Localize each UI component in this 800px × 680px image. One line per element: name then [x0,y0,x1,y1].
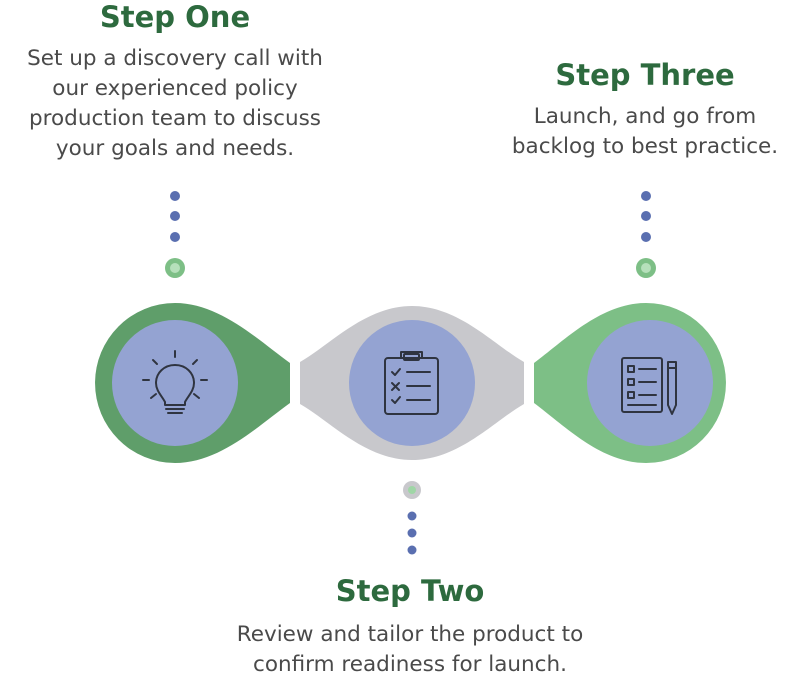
step-two-inner-circle [349,320,475,446]
connector-step-two [403,481,421,555]
step-one: Step One Set up a discovery call with ou… [0,0,350,164]
connector-dot [407,545,417,555]
connector-node-center [170,263,180,273]
step-two-description: Review and tailor the product to confirm… [236,622,584,677]
step-two: Step Two Review and tailor the product t… [180,574,640,680]
step-one-inner-circle [112,320,238,446]
connector-node-center [408,486,416,494]
step-three: Step Three Launch, and go from backlog t… [485,58,800,162]
step-three-title: Step Three [555,58,735,92]
connector-dot [407,511,417,521]
connector-dot [641,211,651,221]
connector-dot [170,191,180,201]
clipboard-checklist-icon [384,351,439,415]
connector-dot [641,191,651,201]
connector-dot [407,528,417,538]
lightbulb-icon [142,350,208,414]
connector-dot [641,232,651,242]
step-one-description: Set up a discovery call with our experie… [27,46,323,161]
step-two-title: Step Two [335,574,485,608]
connector-node-center [641,263,651,273]
step-three-description: Launch, and go from backlog to best prac… [511,104,779,159]
document-pencil-icon [621,357,677,415]
connector-step-one [165,191,185,278]
connector-dot [170,232,180,242]
connector-dot [170,211,180,221]
connector-step-three [636,191,656,278]
step-one-title: Step One [99,0,251,34]
